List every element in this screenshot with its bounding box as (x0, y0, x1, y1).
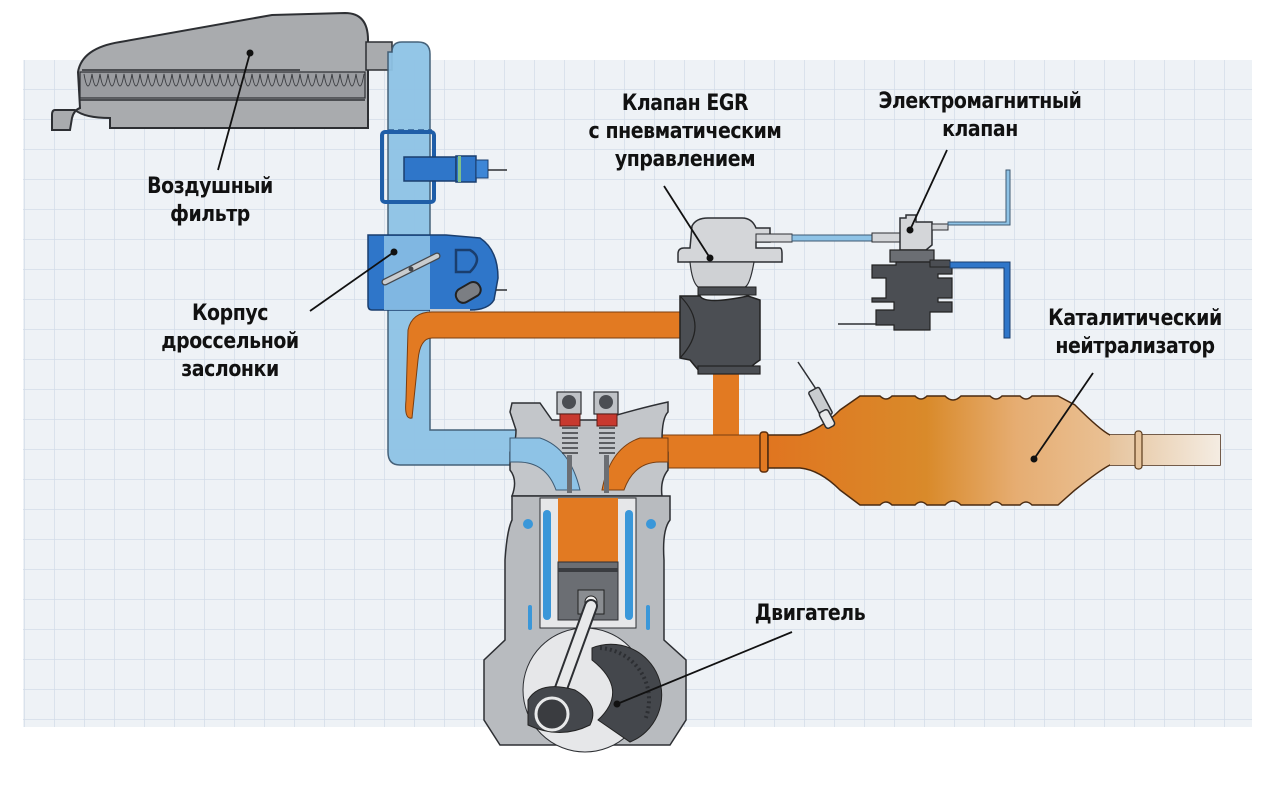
leader-solenoid-valve (909, 149, 948, 231)
label-engine-line-1: Двигатель (754, 601, 866, 626)
label-egr-valve: Клапан EGR с пневматическим управлением (578, 90, 793, 174)
label-throttle-body-line-1: Корпус (191, 301, 269, 326)
leader-throttle-body (309, 251, 395, 312)
leader-air-filter (217, 52, 251, 171)
label-solenoid-valve-line-2: клапан (942, 117, 1018, 142)
label-solenoid-valve: Электромагнитный клапан (868, 88, 1092, 144)
oxygen-sensor-icon (797, 361, 836, 429)
egr-valve-icon (677, 217, 901, 375)
label-egr-valve-line-1: Клапан EGR (621, 91, 749, 116)
leader-catalytic-converter (1033, 372, 1094, 460)
label-throttle-body: Корпус дроссельной заслонки (153, 300, 308, 384)
leader-egr-valve (663, 185, 711, 259)
engine-icon (483, 391, 687, 753)
leader-lines (217, 49, 1094, 708)
label-egr-valve-line-2: с пневматическим (588, 119, 782, 144)
label-solenoid-valve-line-1: Электромагнитный (878, 89, 1082, 114)
label-engine: Двигатель (741, 600, 879, 628)
label-egr-valve-line-3: управлением (614, 147, 756, 172)
label-catalytic-converter-line-1: Каталитический (1048, 306, 1222, 331)
leader-engine (616, 631, 793, 705)
label-catalytic-converter: Каталитический нейтрализатор (1036, 305, 1234, 361)
label-air-filter-line-2: фильтр (170, 202, 250, 227)
catalytic-converter-icon (767, 395, 1221, 506)
throttle-body-icon (367, 234, 507, 314)
solenoid-valve-icon (838, 169, 1011, 339)
label-air-filter-line-1: Воздушный (147, 174, 273, 199)
label-air-filter: Воздушный фильтр (141, 173, 279, 229)
label-throttle-body-line-2: дроссельной (161, 329, 299, 354)
air-filter-icon (51, 11, 393, 131)
egr-return-pipe (405, 311, 739, 437)
label-throttle-body-line-3: заслонки (181, 357, 279, 382)
intake-sensor-icon (380, 130, 507, 204)
label-catalytic-converter-line-2: нейтрализатор (1055, 334, 1215, 359)
